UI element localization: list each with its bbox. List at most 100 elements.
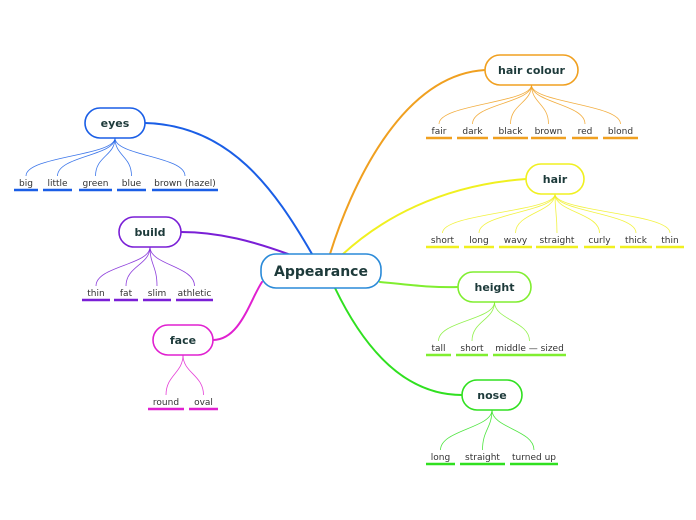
leaf-line-hair-colour-2 <box>510 84 532 125</box>
leaf-eyes-1[interactable]: little <box>43 179 72 192</box>
topic-label-nose: nose <box>477 389 506 402</box>
leaf-label: wavy <box>504 236 528 246</box>
topic-label-face: face <box>170 334 196 347</box>
leaf-build-0[interactable]: thin <box>82 289 110 302</box>
leaf-hair-3[interactable]: straight <box>536 236 578 249</box>
leaf-label: curly <box>588 236 611 246</box>
central-label: Appearance <box>274 264 368 280</box>
leaf-label: green <box>83 179 109 189</box>
leaf-label: blond <box>608 127 633 137</box>
leaf-hair-colour-4[interactable]: red <box>572 127 598 140</box>
leaf-line-eyes-3 <box>114 137 132 177</box>
leaf-label: fat <box>120 289 133 299</box>
leaf-build-2[interactable]: slim <box>143 289 171 302</box>
topic-label-height: height <box>474 281 514 294</box>
central-node[interactable]: Appearance <box>260 253 382 289</box>
leaf-label: round <box>153 398 179 408</box>
leaf-line-hair-6 <box>554 193 671 234</box>
topic-label-eyes: eyes <box>101 117 130 130</box>
topic-node-height[interactable]: height <box>457 271 532 303</box>
leaf-line-build-2 <box>149 246 158 287</box>
leaf-hair-colour-2[interactable]: black <box>493 127 528 140</box>
leaf-line-eyes-0 <box>25 137 116 177</box>
leaf-height-2[interactable]: middle — sized <box>493 344 566 357</box>
topic-node-nose[interactable]: nose <box>461 379 523 411</box>
leaf-hair-colour-5[interactable]: blond <box>603 127 638 140</box>
leaf-line-build-3 <box>149 246 195 287</box>
leaf-hair-colour-1[interactable]: dark <box>457 127 488 140</box>
leaf-label: short <box>460 344 484 354</box>
leaf-label: dark <box>462 127 483 137</box>
leaf-line-hair-0 <box>442 193 556 234</box>
leaf-hair-5[interactable]: thick <box>620 236 652 249</box>
leaf-hair-2[interactable]: wavy <box>499 236 532 249</box>
leaf-label: straight <box>465 453 500 463</box>
branch-line-hair-colour <box>329 69 486 255</box>
leaf-hair-4[interactable]: curly <box>584 236 615 249</box>
leaf-label: big <box>19 179 33 189</box>
leaf-height-0[interactable]: tall <box>426 344 451 357</box>
leaf-hair-1[interactable]: long <box>464 236 494 249</box>
leaf-label: red <box>578 127 593 137</box>
leaf-label: oval <box>194 398 213 408</box>
leaf-label: brown <box>535 127 563 137</box>
topic-box-eyes <box>84 107 146 139</box>
leaf-nose-1[interactable]: straight <box>460 453 505 466</box>
leaf-label: long <box>431 453 450 463</box>
leaf-hair-6[interactable]: thin <box>656 236 684 249</box>
leaf-eyes-2[interactable]: green <box>79 179 112 192</box>
topic-label-hair: hair <box>543 173 568 186</box>
leaf-label: tall <box>431 344 445 354</box>
topic-label-hair-colour: hair colour <box>498 64 566 77</box>
leaf-label: thin <box>87 289 104 299</box>
leaf-line-nose-2 <box>491 409 535 451</box>
topic-node-eyes[interactable]: eyes <box>84 107 146 139</box>
topic-box-nose <box>461 379 523 411</box>
leaf-hair-colour-3[interactable]: brown <box>531 127 566 140</box>
central-box <box>260 253 382 289</box>
topic-node-face[interactable]: face <box>152 324 214 356</box>
leaf-build-1[interactable]: fat <box>114 289 138 302</box>
leaf-line-height-2 <box>494 301 530 342</box>
leaf-line-nose-0 <box>440 409 493 451</box>
leaf-face-0[interactable]: round <box>148 398 184 411</box>
leaf-line-hair-colour-5 <box>531 84 621 125</box>
leaf-label: long <box>469 236 488 246</box>
topic-box-height <box>457 271 532 303</box>
leaf-line-height-1 <box>471 301 495 342</box>
leaf-label: little <box>47 179 68 189</box>
leaf-line-hair-colour-3 <box>531 84 549 125</box>
connector-lines <box>25 69 671 451</box>
leaf-build-3[interactable]: athletic <box>176 289 213 302</box>
leaf-height-1[interactable]: short <box>456 344 488 357</box>
leaf-hair-0[interactable]: short <box>426 236 459 249</box>
leaf-eyes-4[interactable]: brown (hazel) <box>152 179 218 192</box>
leaf-face-1[interactable]: oval <box>189 398 218 411</box>
topic-node-build[interactable]: build <box>118 216 182 248</box>
branch-line-face <box>212 281 263 341</box>
leaf-line-hair-colour-0 <box>438 84 532 125</box>
leaf-nose-2[interactable]: turned up <box>510 453 558 466</box>
leaf-line-hair-4 <box>554 193 600 234</box>
topic-box-hair <box>525 163 585 195</box>
leaf-eyes-0[interactable]: big <box>14 179 38 192</box>
leaf-line-hair-5 <box>554 193 637 234</box>
topic-box-hair-colour <box>484 54 579 86</box>
leaf-label: turned up <box>512 453 556 463</box>
topic-node-hair-colour[interactable]: hair colour <box>484 54 579 86</box>
leaf-label: fair <box>432 127 447 137</box>
topic-node-hair[interactable]: hair <box>525 163 585 195</box>
leaf-nose-0[interactable]: long <box>426 453 455 466</box>
leaf-eyes-3[interactable]: blue <box>117 179 146 192</box>
nodes: eyes big little green blue brown (hazel) build… <box>14 54 684 466</box>
leaf-label: middle — sized <box>495 344 564 354</box>
leaf-line-face-1 <box>182 354 204 396</box>
leaf-line-height-0 <box>438 301 495 342</box>
leaf-line-eyes-1 <box>57 137 116 177</box>
leaf-label: straight <box>540 236 575 246</box>
leaf-label: brown (hazel) <box>154 179 216 189</box>
leaf-line-hair-colour-4 <box>531 84 586 125</box>
leaf-hair-colour-0[interactable]: fair <box>426 127 452 140</box>
leaf-label: slim <box>148 289 166 299</box>
